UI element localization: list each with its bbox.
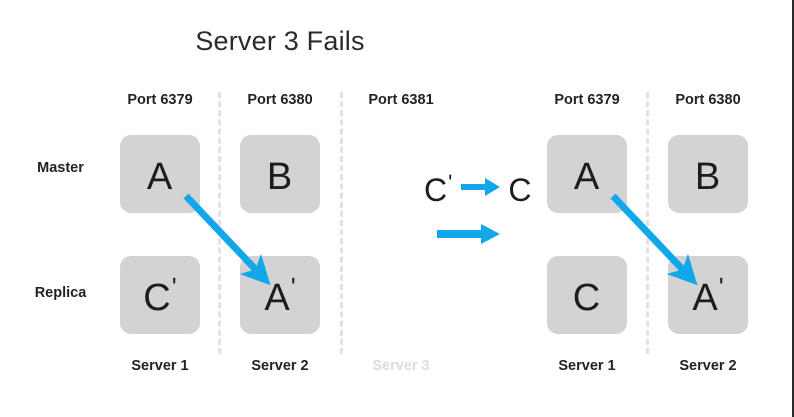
port-label-right-1: Port 6379 (554, 92, 620, 108)
node-glyph: Cʹ (143, 271, 177, 319)
promotion-arrow-icon (461, 177, 501, 202)
node-glyph: A (146, 155, 173, 198)
node-right-replica-2[interactable]: Aʹ (668, 256, 748, 334)
node-right-master-1[interactable]: A (547, 135, 627, 213)
server-label-right-1: Server 1 (558, 358, 616, 374)
separator-right-1 (646, 92, 649, 354)
node-left-master-1[interactable]: A (120, 135, 200, 213)
port-label-left-1: Port 6379 (127, 92, 193, 108)
port-label-left-3: Port 6381 (368, 92, 434, 108)
node-left-master-2[interactable]: B (240, 135, 320, 213)
node-left-replica-2[interactable]: Aʹ (240, 256, 320, 334)
row-label-replica: Replica (34, 285, 87, 301)
node-glyph: Aʹ (264, 271, 296, 319)
promotion-arrow-svg (461, 177, 501, 196)
node-glyph: B (694, 155, 721, 198)
row-label-master: Master (37, 160, 84, 176)
transition-arrow-svg (437, 224, 500, 244)
server-label-left-3: Server 3 (372, 358, 430, 374)
node-right-master-2[interactable]: B (668, 135, 748, 213)
node-glyph: A (573, 155, 600, 198)
legend-promotion-row: Cʹ C (424, 170, 532, 208)
server-label-right-2: Server 2 (679, 358, 737, 374)
node-left-replica-1[interactable]: Cʹ (120, 256, 200, 334)
node-glyph: C (572, 276, 601, 319)
node-glyph: Aʹ (692, 271, 724, 319)
page-title: Server 3 Fails (195, 26, 365, 56)
node-glyph: B (266, 155, 293, 198)
legend-transition-row (437, 222, 501, 251)
transition-arrow-icon (437, 222, 501, 251)
node-right-replica-1[interactable]: C (547, 256, 627, 334)
port-label-left-2: Port 6380 (247, 92, 313, 108)
legend-target-glyph: C (508, 172, 532, 208)
server-label-left-2: Server 2 (251, 358, 309, 374)
separator-left-2 (340, 92, 343, 354)
separator-left-1 (218, 92, 221, 354)
legend-source-glyph: Cʹ (424, 170, 453, 208)
server-label-left-1: Server 1 (131, 358, 189, 374)
port-label-right-2: Port 6380 (675, 92, 741, 108)
